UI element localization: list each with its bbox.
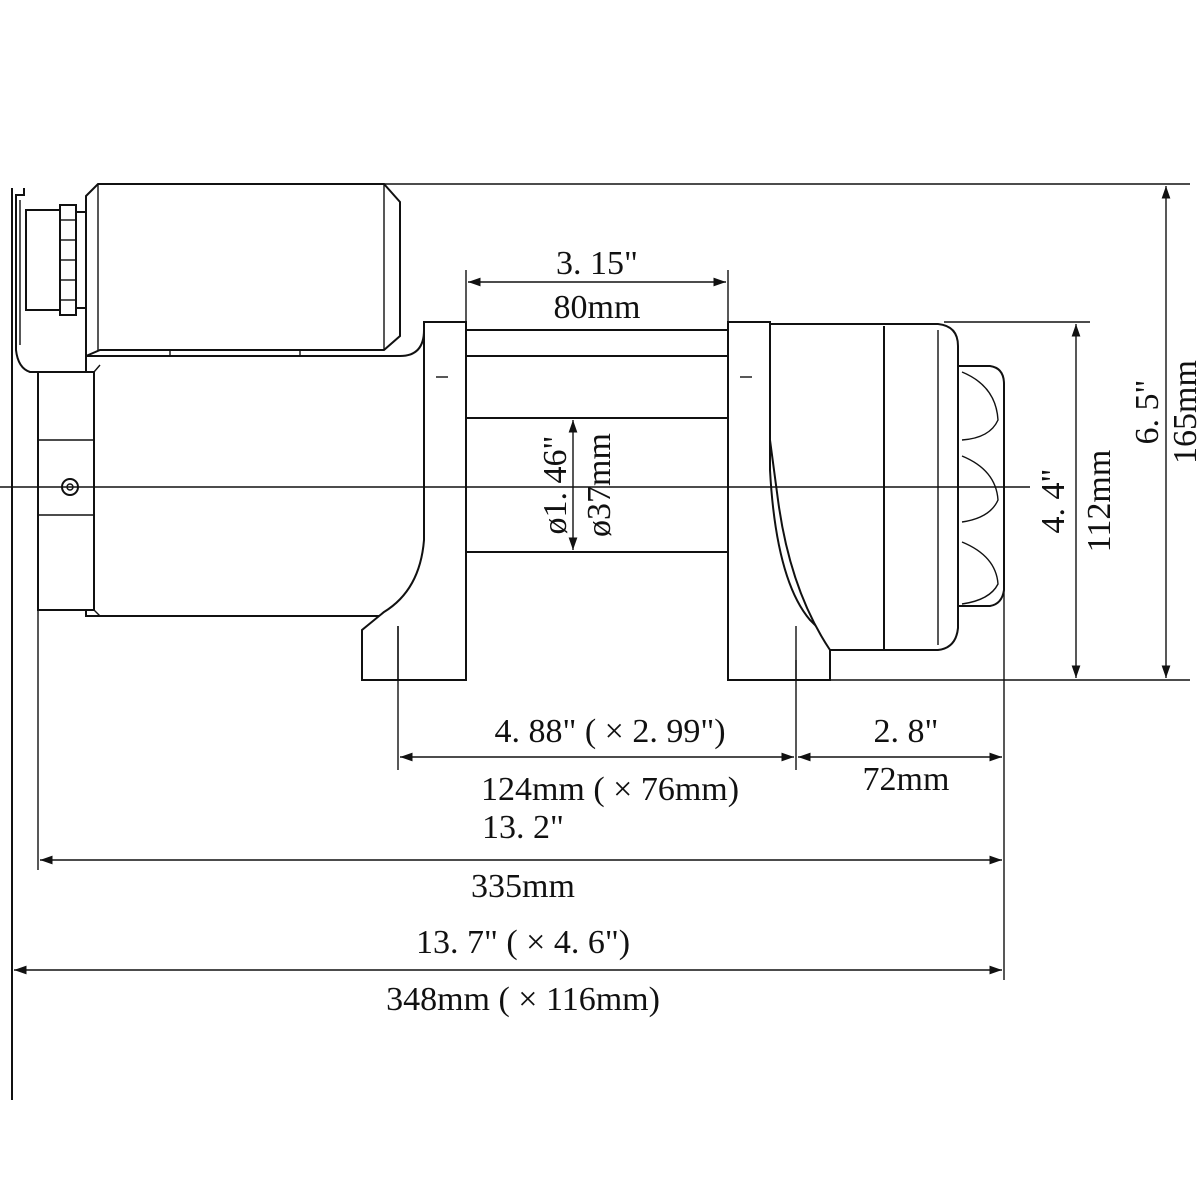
winch-outline <box>11 183 1005 1100</box>
dimension-mount-spacing: 4. 88" ( × 2. 99") 124mm ( × 76mm) <box>400 713 794 808</box>
gearbox-height-mm: 112mm <box>1081 450 1118 553</box>
gearbox-height-inch: 4. 4" <box>1035 469 1072 534</box>
overall-height-mm: 165mm <box>1167 360 1200 464</box>
dimension-gearbox-height: 4. 4" 112mm <box>1035 324 1118 678</box>
end-length-inch: 2. 8" <box>874 713 939 750</box>
end-length-mm: 72mm <box>863 761 950 798</box>
overall-height-inch: 6. 5" <box>1129 380 1166 445</box>
overall-length-mm: 348mm ( × 116mm) <box>386 981 660 1018</box>
reference-lines <box>0 183 1190 980</box>
drum-length-inch: 3. 15" <box>556 245 638 282</box>
drum-diameter-inch: ø1. 46" <box>537 436 574 535</box>
body-length-mm: 335mm <box>471 868 575 905</box>
drum-diameter-mm: ø37mm <box>581 433 618 537</box>
mount-spacing-mm: 124mm ( × 76mm) <box>481 771 739 808</box>
dimension-drum-length: 3. 15" 80mm <box>468 245 726 326</box>
dimension-overall-length: 13. 7" ( × 4. 6") 348mm ( × 116mm) <box>14 924 1002 1018</box>
terminal-nut <box>25 204 87 316</box>
dimension-end-length: 2. 8" 72mm <box>798 713 1002 798</box>
dimension-overall-height: 6. 5" 165mm <box>1129 186 1200 678</box>
motor-housing <box>37 329 425 621</box>
dimension-body-length: 13. 2" 335mm <box>40 809 1002 905</box>
mount-spacing-inch: 4. 88" ( × 2. 99") <box>494 713 725 750</box>
control-box <box>85 183 401 360</box>
drum <box>465 329 729 553</box>
overall-length-inch: 13. 7" ( × 4. 6") <box>416 924 630 961</box>
drum-length-mm: 80mm <box>554 289 641 326</box>
dimension-drum-diameter: ø1. 46" ø37mm <box>537 420 618 550</box>
clutch-knob <box>957 365 1005 607</box>
body-length-inch: 13. 2" <box>482 809 564 846</box>
left-end-plate <box>15 188 40 373</box>
